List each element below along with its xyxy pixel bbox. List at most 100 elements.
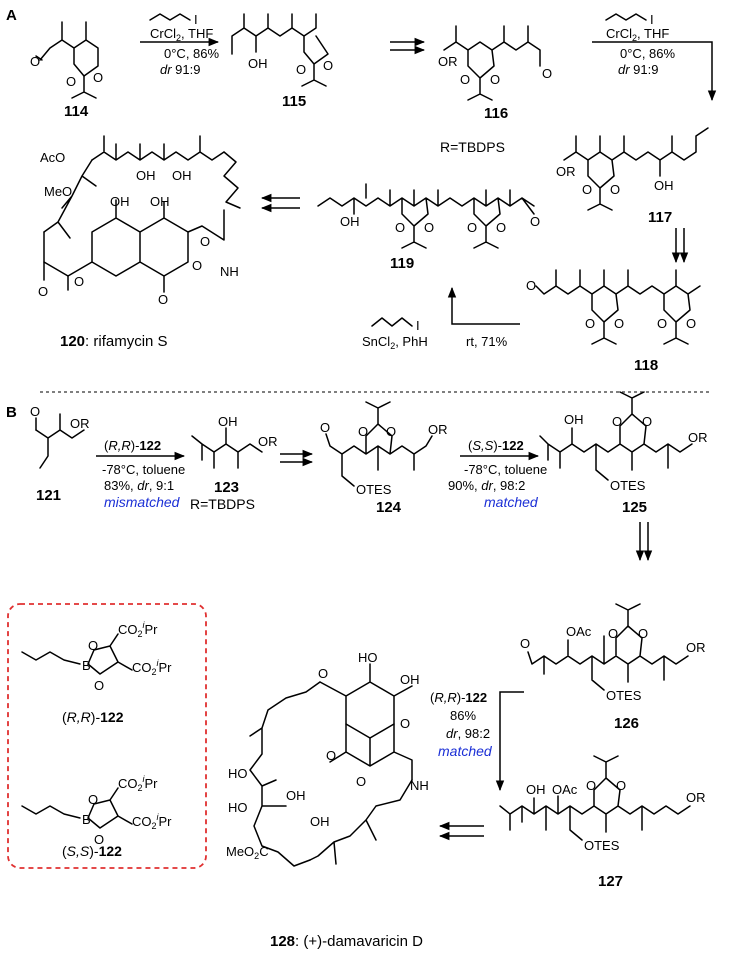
dr-value: , 98:2 bbox=[493, 478, 526, 493]
atom-subscript: 2 bbox=[152, 667, 157, 677]
svg-text:83%, dr, 9:1: 83%, dr, 9:1 bbox=[104, 478, 174, 493]
reagent-text: )- bbox=[493, 438, 502, 453]
atom-o: O bbox=[608, 626, 618, 641]
atom-o: O bbox=[467, 220, 477, 235]
compound-114: O O O 114 bbox=[30, 21, 103, 120]
boronate-text: )- bbox=[91, 709, 101, 725]
atom-aco: AcO bbox=[40, 150, 65, 165]
atom-o: O bbox=[356, 774, 366, 789]
reaction-step-r1: I CrCl2, THF 0°C, 86% dr 91:9 bbox=[140, 12, 220, 77]
atom-o: O bbox=[93, 70, 103, 85]
compound-label-115: 115 bbox=[282, 93, 306, 110]
atom-nh: NH bbox=[410, 778, 429, 793]
atom-oac: OAc bbox=[552, 782, 578, 797]
atom-or: OR bbox=[258, 434, 278, 449]
atom-oac: OAc bbox=[566, 624, 592, 639]
atom-otes: OTES bbox=[606, 688, 642, 703]
dr-value: , 98:2 bbox=[458, 726, 491, 741]
compound-119: OH O O O O O 119 bbox=[317, 183, 540, 272]
reagent-compound-number: 122 bbox=[465, 690, 487, 705]
atom-o: O bbox=[612, 414, 622, 429]
atom-o: O bbox=[582, 182, 592, 197]
selectivity-note: matched bbox=[438, 743, 493, 759]
atom-o: O bbox=[424, 220, 434, 235]
multistep-arrow bbox=[438, 821, 484, 841]
atom-oh: OH bbox=[286, 788, 306, 803]
atom-ester: CO bbox=[132, 660, 152, 675]
compound-label-117: 117 bbox=[648, 209, 672, 226]
multistep-arrow bbox=[390, 37, 426, 55]
reaction-step-r6: (R,R)-122 86% dr, 98:2 matched bbox=[430, 690, 524, 792]
svg-text:MeO2C: MeO2C bbox=[226, 844, 269, 861]
reagent-text: ( bbox=[104, 438, 109, 453]
boronate-ss-122: B O O CO2iPr CO2iPr (S,S)-122 bbox=[21, 774, 172, 859]
boronate-compound-number: 122 bbox=[100, 709, 124, 725]
atom-or: OR bbox=[686, 790, 706, 805]
compound-label-127: 127 bbox=[598, 873, 623, 890]
boronate-rr-122: B O O CO2iPr CO2iPr (R,R)-122 bbox=[21, 620, 172, 725]
reagent-subscript: 2 bbox=[390, 341, 395, 351]
boronate-text: ( bbox=[62, 709, 67, 725]
atom-o: O bbox=[496, 220, 506, 235]
svg-text:CO2iPr: CO2iPr bbox=[118, 620, 158, 639]
atom-o: O bbox=[38, 284, 48, 299]
compound-label-126: 126 bbox=[614, 715, 639, 732]
atom-oh: OH bbox=[110, 194, 130, 209]
atom-oh: OH bbox=[136, 168, 156, 183]
compound-label-118: 118 bbox=[634, 357, 658, 374]
reaction-condition: -78°C, toluene bbox=[464, 462, 547, 477]
compound-label-125: 125 bbox=[622, 499, 647, 516]
atom-oh: OH bbox=[248, 56, 268, 71]
atom-o: O bbox=[200, 234, 210, 249]
svg-text:CO2iPr: CO2iPr bbox=[132, 658, 172, 677]
atom-o: O bbox=[30, 54, 40, 69]
atom-meo2c: MeO bbox=[226, 844, 254, 859]
atom-o: O bbox=[657, 316, 667, 331]
atom-o: O bbox=[326, 748, 336, 763]
atom-o: O bbox=[490, 72, 500, 87]
atom-otes: OTES bbox=[356, 482, 392, 497]
compound-116: OR O O O 116 bbox=[438, 25, 552, 122]
atom-oh: OH bbox=[526, 782, 546, 797]
atom-o: O bbox=[296, 62, 306, 77]
atom-ester: CO bbox=[118, 622, 138, 637]
multistep-arrow bbox=[260, 193, 300, 213]
reaction-condition: 86% bbox=[450, 708, 476, 723]
atom-o: O bbox=[323, 58, 333, 73]
dr-value: , 9:1 bbox=[149, 478, 174, 493]
atom-o: O bbox=[614, 316, 624, 331]
compound-120: AcO MeO OH OH OH OH O O NH O O O 120: ri… bbox=[38, 135, 241, 350]
atom-o: O bbox=[88, 792, 98, 807]
reaction-condition: 0°C, 86% bbox=[620, 46, 676, 61]
atom-b: B bbox=[82, 658, 91, 673]
compound-label-128: 128 bbox=[270, 933, 295, 950]
svg-text:128: (+)-damavaricin D: 128: (+)-damavaricin D bbox=[270, 933, 423, 950]
atom-o: O bbox=[88, 638, 98, 653]
atom-or: OR bbox=[438, 54, 458, 69]
compound-label-119: 119 bbox=[390, 255, 414, 272]
atom-o: O bbox=[638, 626, 648, 641]
multistep-arrow bbox=[635, 522, 653, 562]
atom-o: O bbox=[585, 316, 595, 331]
compound-name-128: : (+)-damavaricin D bbox=[295, 933, 423, 950]
atom-o: O bbox=[158, 292, 168, 307]
svg-text:dr 91:9: dr 91:9 bbox=[160, 62, 200, 77]
atom-o: O bbox=[542, 66, 552, 81]
svg-text:CrCl2, THF: CrCl2, THF bbox=[606, 26, 669, 43]
atom-ester: CO bbox=[132, 814, 152, 829]
atom-propyl: Pr bbox=[159, 660, 173, 675]
svg-text:(R,R)-122: (R,R)-122 bbox=[430, 690, 487, 705]
selectivity-note: matched bbox=[484, 494, 539, 510]
reagent-compound-number: 122 bbox=[139, 438, 161, 453]
reagent-text: , THF bbox=[181, 26, 213, 41]
reagent-compound-number: 122 bbox=[502, 438, 524, 453]
compound-label-116: 116 bbox=[484, 105, 508, 122]
reagent-text: SnCl bbox=[362, 334, 390, 349]
dr-label: dr bbox=[137, 478, 149, 493]
atom-oh: OH bbox=[218, 414, 238, 429]
compound-128: HO OH O O O NH O HO HO OH OH MeO2C 128: … bbox=[226, 650, 429, 950]
atom-ho: HO bbox=[228, 766, 248, 781]
atom-o: O bbox=[66, 74, 76, 89]
atom-oh: OH bbox=[172, 168, 192, 183]
atom-or: OR bbox=[428, 422, 448, 437]
